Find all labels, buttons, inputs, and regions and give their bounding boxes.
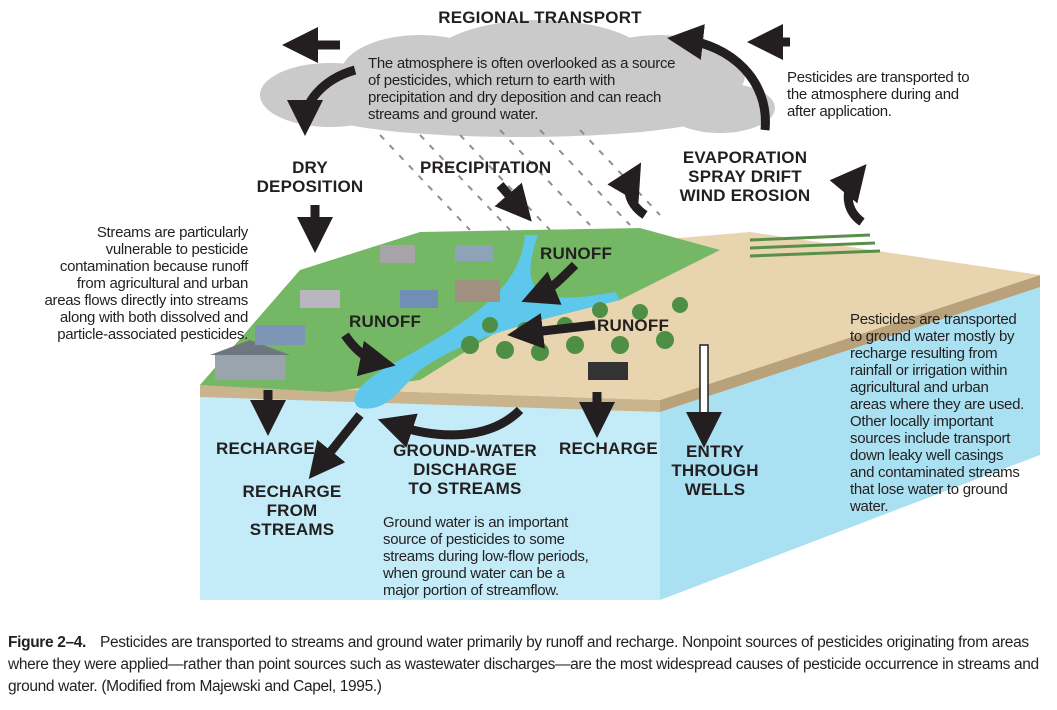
note-line: from agricultural and urban xyxy=(76,275,248,292)
note-line: Pesticides are transported to xyxy=(787,69,970,86)
label-entry-through-wells: ENTRY THROUGH WELLS xyxy=(670,442,760,499)
label-line: FROM xyxy=(266,501,318,520)
flow-arrows xyxy=(250,24,867,480)
note-line: Other locally important xyxy=(850,413,994,430)
precipitation-streaks xyxy=(379,129,661,231)
label-line: TO STREAMS xyxy=(408,479,522,498)
note-streams: Streams are particularly vulnerable to p… xyxy=(20,224,248,343)
label-line: RECHARGE xyxy=(242,482,342,501)
label-line: GROUND-WATER xyxy=(393,441,537,460)
label-line: STREAMS xyxy=(249,520,335,539)
note-line: particle-associated pesticides. xyxy=(57,326,248,343)
note-line: precipitation and dry deposition and can… xyxy=(368,89,662,106)
soil-edge xyxy=(200,385,660,412)
crop-field xyxy=(749,233,881,258)
note-ground-water: Ground water is an important source of p… xyxy=(383,514,589,599)
label-regional-transport: REGIONAL TRANSPORT xyxy=(438,8,642,27)
note-line: agricultural and urban xyxy=(850,379,989,396)
note-to-atmosphere: Pesticides are transported to the atmosp… xyxy=(787,69,970,120)
note-line: streams and ground water. xyxy=(368,106,539,123)
note-line: Pesticides are transported xyxy=(850,311,1017,328)
label-ground-water-discharge: GROUND-WATER DISCHARGE TO STREAMS xyxy=(385,441,545,498)
label-line: EVAPORATION xyxy=(682,148,808,167)
label-line: WIND EROSION xyxy=(679,186,811,205)
note-line: areas flows directly into streams xyxy=(44,292,248,309)
note-line: source of pesticides to some xyxy=(383,531,565,548)
note-line: The atmosphere is often overlooked as a … xyxy=(368,55,676,72)
label-line: SPRAY DRIFT xyxy=(688,167,802,186)
note-line: streams during low-flow periods, xyxy=(383,548,589,565)
note-to-ground-water: Pesticides are transported to ground wat… xyxy=(850,311,1024,515)
note-line: after application. xyxy=(787,103,892,120)
note-line: vulnerable to pesticide xyxy=(105,241,249,258)
note-line: water. xyxy=(850,498,889,515)
label-line: THROUGH xyxy=(671,461,759,480)
figure-label: Figure 2–4. xyxy=(8,634,86,651)
label-line: DEPOSITION xyxy=(256,177,364,196)
cloud xyxy=(260,20,775,137)
figure-caption: Figure 2–4.Pesticides are transported to… xyxy=(8,632,1053,698)
note-line: and contaminated streams xyxy=(850,464,1020,481)
note-line: contamination because runoff xyxy=(59,258,248,275)
note-line: Ground water is an important xyxy=(383,514,569,531)
label-line: DRY xyxy=(292,158,328,177)
soil-edge-right xyxy=(660,275,1040,412)
note-line: recharge resulting from xyxy=(850,345,998,362)
label-precipitation: PRECIPITATION xyxy=(420,158,552,177)
note-line: to ground water mostly by xyxy=(850,328,1015,345)
label-runoff-left: RUNOFF xyxy=(349,312,422,331)
label-recharge-right: RECHARGE xyxy=(559,439,658,458)
note-line: Streams are particularly xyxy=(96,224,248,241)
label-runoff-top: RUNOFF xyxy=(540,244,613,263)
label-line: ENTRY xyxy=(686,442,744,461)
note-line: when ground water can be a xyxy=(383,565,565,582)
houses xyxy=(210,245,628,380)
note-line: down leaky well casings xyxy=(850,447,1004,464)
label-recharge-left: RECHARGE xyxy=(216,439,315,458)
caption-text: Pesticides are transported to streams an… xyxy=(8,634,1039,695)
note-atmosphere: The atmosphere is often overlooked as a … xyxy=(368,55,676,123)
label-line: WELLS xyxy=(684,480,746,499)
note-line: of pesticides, which return to earth wit… xyxy=(368,72,615,89)
label-runoff-right: RUNOFF xyxy=(597,316,670,335)
note-line: areas where they are used. xyxy=(850,396,1024,413)
note-line: that lose water to ground xyxy=(850,481,1008,498)
label-recharge-from-streams: RECHARGE FROM STREAMS xyxy=(232,482,352,539)
label-line: DISCHARGE xyxy=(413,460,517,479)
note-line: sources include transport xyxy=(850,430,1011,447)
label-dry-deposition: DRY DEPOSITION xyxy=(250,158,370,196)
note-line: the atmosphere during and xyxy=(787,86,959,103)
label-evaporation-drift-erosion: EVAPORATION SPRAY DRIFT WIND EROSION xyxy=(665,148,825,205)
note-line: major portion of streamflow. xyxy=(383,582,559,599)
note-line: along with both dissolved and xyxy=(59,309,248,326)
note-line: rainfall or irrigation within xyxy=(850,362,1008,379)
grassland xyxy=(200,228,720,392)
ground-water-side-face xyxy=(660,285,1040,600)
